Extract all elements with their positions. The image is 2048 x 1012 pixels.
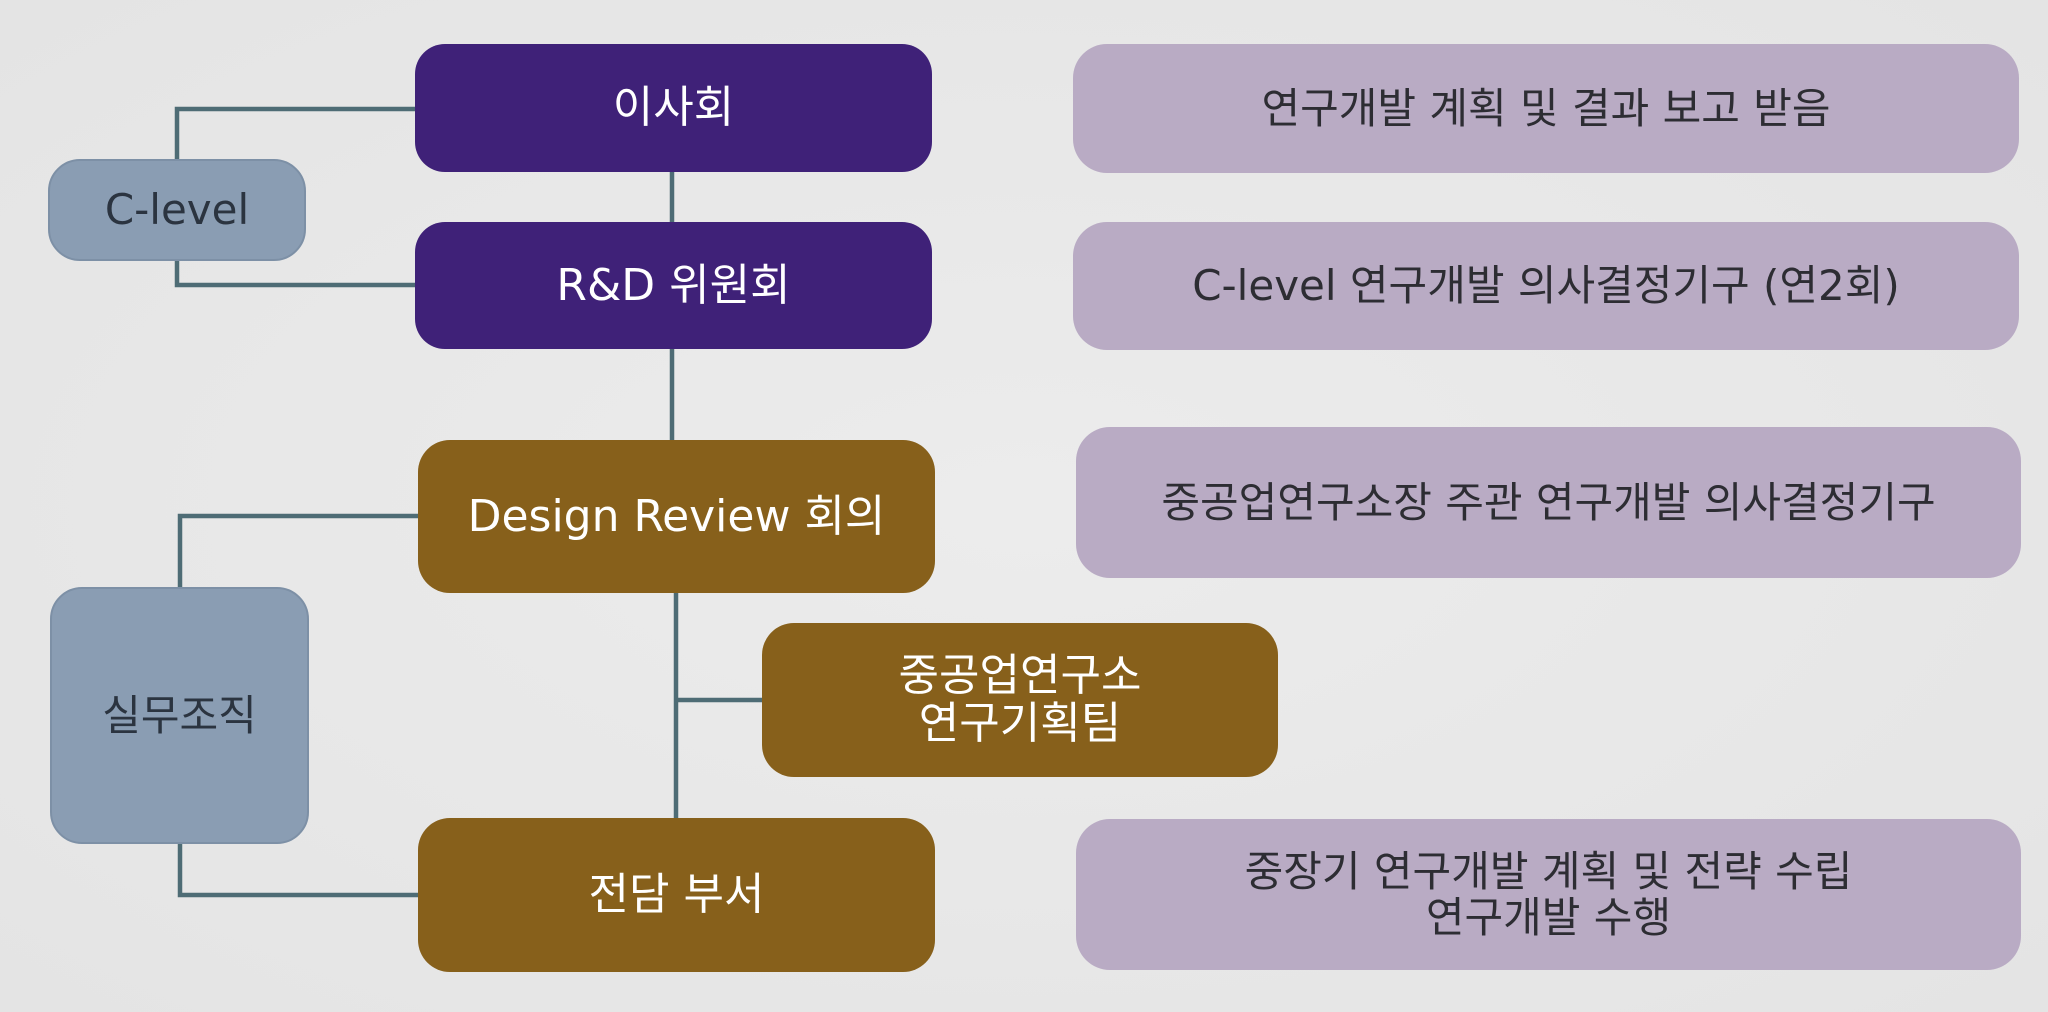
desc-rnd-committee-text: C-level 연구개발 의사결정기구 (연2회) <box>1192 261 1900 311</box>
node-design-review-label: Design Review 회의 <box>467 490 886 542</box>
node-rnd-committee-label: R&D 위원회 <box>556 259 791 311</box>
node-rnd-committee: R&D 위원회 <box>415 222 932 349</box>
group-working-org-label: 실무조직 <box>102 690 257 740</box>
node-planning-team: 중공업연구소 연구기획팀 <box>762 623 1278 777</box>
group-c-level: C-level <box>48 159 306 261</box>
desc-board: 연구개발 계획 및 결과 보고 받음 <box>1073 44 2019 173</box>
group-working-org: 실무조직 <box>50 587 309 844</box>
desc-design-review: 중공업연구소장 주관 연구개발 의사결정기구 <box>1076 427 2021 578</box>
node-dedicated-dept-label: 전담 부서 <box>588 869 765 921</box>
desc-design-review-text: 중공업연구소장 주관 연구개발 의사결정기구 <box>1161 477 1936 527</box>
desc-dedicated-dept-line-2: 연구개발 수행 <box>1425 892 1672 942</box>
connector-working-org-bracket <box>177 513 418 898</box>
node-planning-team-line-2: 연구기획팀 <box>918 698 1122 749</box>
connector-c-level-bracket <box>174 106 415 288</box>
desc-dedicated-dept-line-1: 중장기 연구개발 계획 및 전략 수립 <box>1244 847 1853 897</box>
node-dedicated-dept: 전담 부서 <box>418 818 935 972</box>
node-board: 이사회 <box>415 44 932 172</box>
desc-dedicated-dept: 중장기 연구개발 계획 및 전략 수립 연구개발 수행 <box>1076 819 2021 970</box>
desc-board-text: 연구개발 계획 및 결과 보고 받음 <box>1261 83 1831 133</box>
node-design-review: Design Review 회의 <box>418 440 935 593</box>
node-planning-team-line-1: 중공업연구소 <box>898 650 1142 702</box>
group-c-level-label: C-level <box>104 185 250 235</box>
desc-rnd-committee: C-level 연구개발 의사결정기구 (연2회) <box>1073 222 2019 350</box>
node-board-label: 이사회 <box>612 82 735 134</box>
